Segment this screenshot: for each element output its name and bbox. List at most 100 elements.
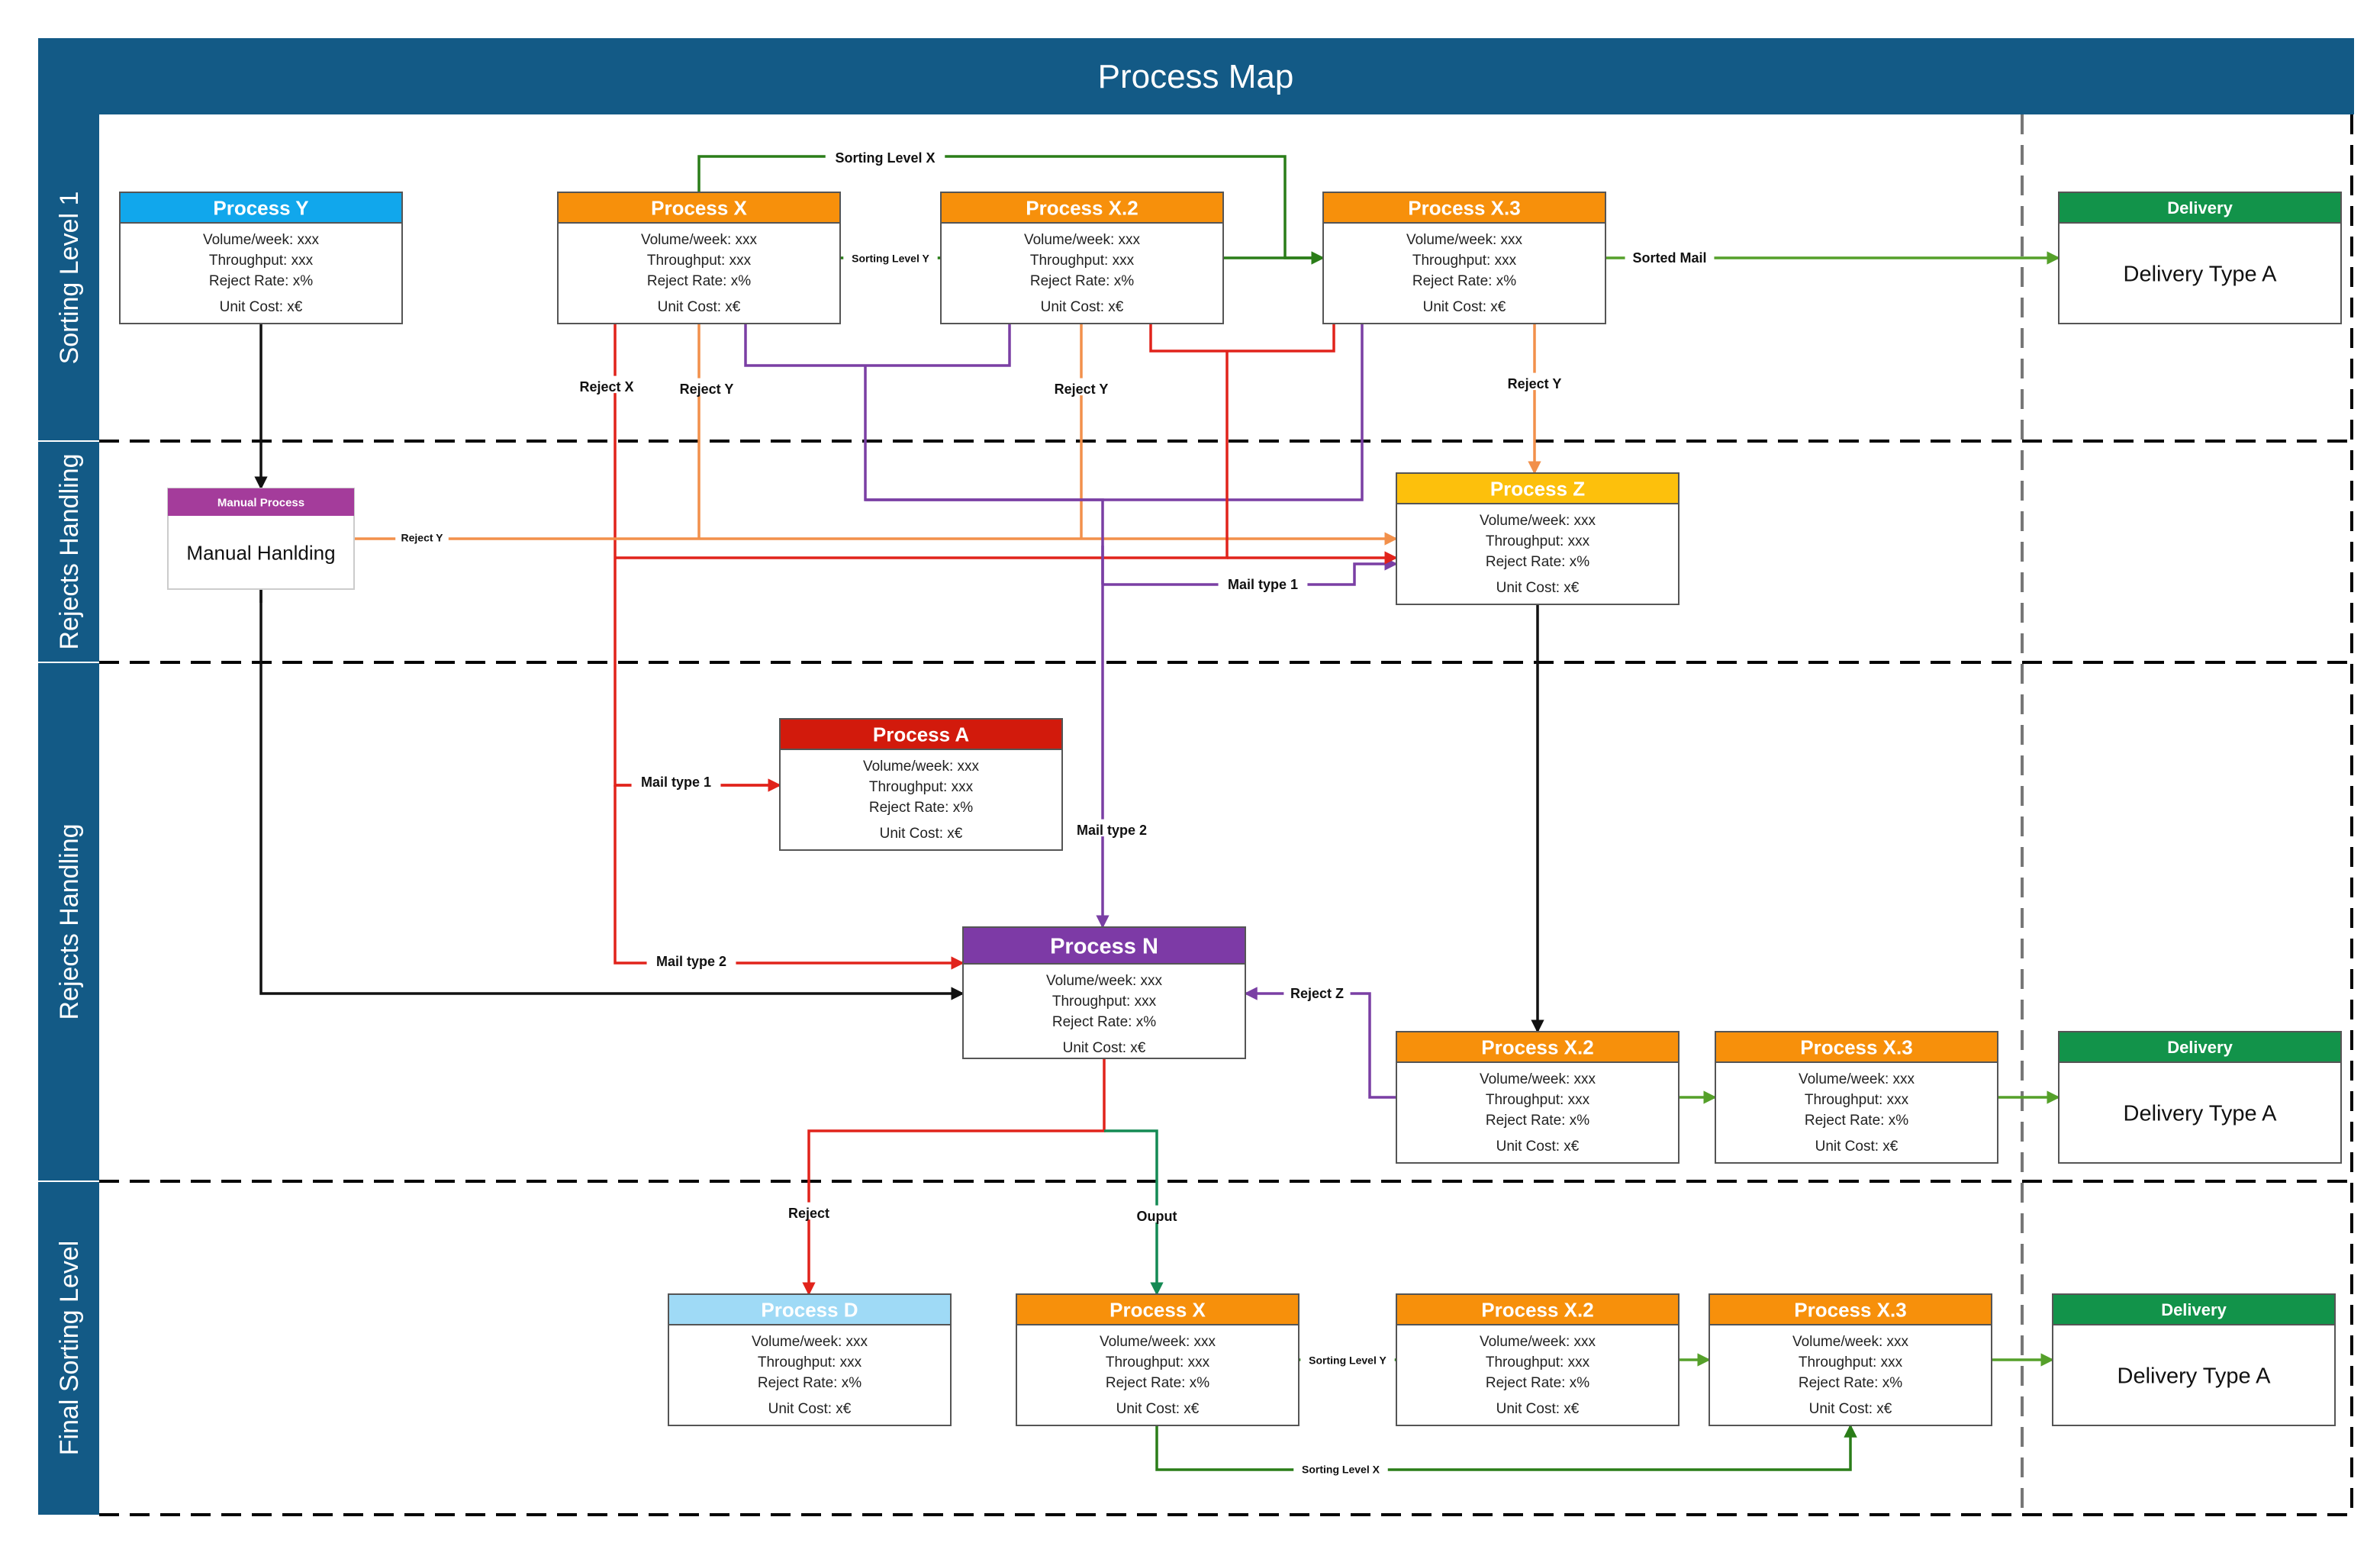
metric-throughput: Throughput: xxx <box>1052 994 1157 1010</box>
edge-label-bg <box>1067 819 1157 837</box>
edge-e-mail2-n-red <box>614 785 965 970</box>
metric-reject-rate: Reject Rate: x% <box>1486 1113 1589 1129</box>
node-title: Process Y <box>213 196 308 219</box>
metric-throughput: Throughput: xxx <box>1799 1354 1903 1370</box>
metric-throughput: Throughput: xxx <box>1412 253 1517 269</box>
edge-label: Reject Z <box>1290 986 1344 1001</box>
edge-e-x2b-n <box>1244 987 1396 1099</box>
node-title: Manual Process <box>217 496 304 509</box>
lane-label-2: Rejects Handling <box>55 453 84 649</box>
metric-reject-rate: Reject Rate: x% <box>1106 1375 1209 1391</box>
metric-volume: Volume/week: xxx <box>752 1334 868 1350</box>
metric-reject-rate: Reject Rate: x% <box>1486 554 1589 570</box>
node-title: Process X.2 <box>1481 1035 1593 1058</box>
metric-throughput: Throughput: xxx <box>209 253 314 269</box>
metric-throughput: Throughput: xxx <box>647 253 752 269</box>
metric-volume: Volume/week: xxx <box>1100 1334 1216 1350</box>
node-title: Process X.2 <box>1481 1298 1593 1321</box>
edge-label: Mail type 2 <box>1077 823 1147 838</box>
metric-unit-cost: Unit Cost: x€ <box>1063 1040 1146 1056</box>
node-header <box>668 1293 952 1325</box>
node-title: Process X.2 <box>1026 196 1138 219</box>
edge-label-bg <box>1283 982 1351 1000</box>
metric-reject-rate: Reject Rate: x% <box>758 1375 862 1391</box>
metric-unit-cost: Unit Cost: x€ <box>1116 1401 1200 1417</box>
node-header <box>1396 1031 1680 1063</box>
metric-unit-cost: Unit Cost: x€ <box>1496 1139 1580 1155</box>
edge-label-bg <box>1048 378 1115 396</box>
node-header <box>1016 1293 1299 1325</box>
lane-label-column <box>38 114 99 1515</box>
edge-label-bg <box>1218 573 1308 591</box>
node-header <box>2052 1293 2336 1325</box>
lane-label-3: Rejects Handling <box>55 823 84 1019</box>
edge-label: Ouput <box>1137 1209 1177 1224</box>
node-header <box>119 192 403 224</box>
metric-unit-cost: Unit Cost: x€ <box>1809 1401 1892 1417</box>
metric-volume: Volume/week: xxx <box>1799 1071 1915 1087</box>
title-banner <box>38 38 2354 114</box>
edge-e-x-rejz <box>744 324 1011 367</box>
edge-label-bg <box>1293 1461 1388 1475</box>
metric-volume: Volume/week: xxx <box>1024 232 1141 248</box>
metric-reject-rate: Reject Rate: x% <box>1412 273 1516 289</box>
metric-reject-rate: Reject Rate: x% <box>1486 1375 1589 1391</box>
connector-reject-z-bus <box>865 498 1104 585</box>
node-header <box>779 718 1063 750</box>
node-header <box>1322 192 1606 224</box>
edge-label-bg <box>646 950 736 968</box>
node-title: Delivery <box>2167 198 2233 217</box>
edge-label-bg <box>825 147 945 165</box>
node-header <box>1396 472 1680 504</box>
metric-reject-rate: Reject Rate: x% <box>647 273 751 289</box>
node-title: Process X.3 <box>1794 1298 1906 1321</box>
node-title: Process D <box>761 1298 858 1321</box>
node-title: Process A <box>873 723 969 746</box>
node-title: Delivery <box>2167 1038 2233 1057</box>
metric-throughput: Throughput: xxx <box>1486 1092 1590 1108</box>
edge-e-n-d <box>802 1058 1106 1296</box>
node-header <box>1709 1293 1992 1325</box>
edge-e-n-xc <box>1104 1129 1164 1296</box>
node-title: Process Z <box>1490 477 1585 500</box>
node-body: Delivery Type A <box>2118 1364 2272 1388</box>
edge-label: Mail type 2 <box>656 954 726 969</box>
edge-e-x2-rejx <box>1149 324 1335 353</box>
edge-label-bg <box>1625 246 1715 265</box>
edge-label: Reject X <box>579 379 633 395</box>
metric-reject-rate: Reject Rate: x% <box>1052 1014 1156 1030</box>
edge-label-bg <box>395 529 449 543</box>
metric-throughput: Throughput: xxx <box>1030 253 1135 269</box>
edge-label-bg <box>631 771 721 789</box>
metric-volume: Volume/week: xxx <box>1480 1071 1596 1087</box>
metric-volume: Volume/week: xxx <box>203 232 320 248</box>
metric-throughput: Throughput: xxx <box>1106 1354 1210 1370</box>
metric-unit-cost: Unit Cost: x€ <box>880 826 963 842</box>
edge-label-bg <box>843 250 938 264</box>
metric-unit-cost: Unit Cost: x€ <box>1423 299 1506 315</box>
metric-throughput: Throughput: xxx <box>1486 533 1590 549</box>
edge-label: Mail type 1 <box>641 775 711 790</box>
lane-label-4: Final Sorting Level <box>55 1241 84 1456</box>
edge-label-bg <box>673 378 740 396</box>
metric-reject-rate: Reject Rate: x% <box>1799 1375 1902 1391</box>
metric-unit-cost: Unit Cost: x€ <box>220 299 303 315</box>
metric-volume: Volume/week: xxx <box>1046 973 1163 989</box>
edge-e-manual-n <box>259 589 965 1000</box>
node-title: Process X.3 <box>1800 1035 1912 1058</box>
edge-label-bg <box>783 1202 835 1220</box>
node-title: Process X <box>1109 1298 1206 1321</box>
edge-label-bg <box>1300 1351 1395 1366</box>
edge-e-xc-x3c <box>1155 1424 1857 1471</box>
metric-throughput: Throughput: xxx <box>1805 1092 1909 1108</box>
